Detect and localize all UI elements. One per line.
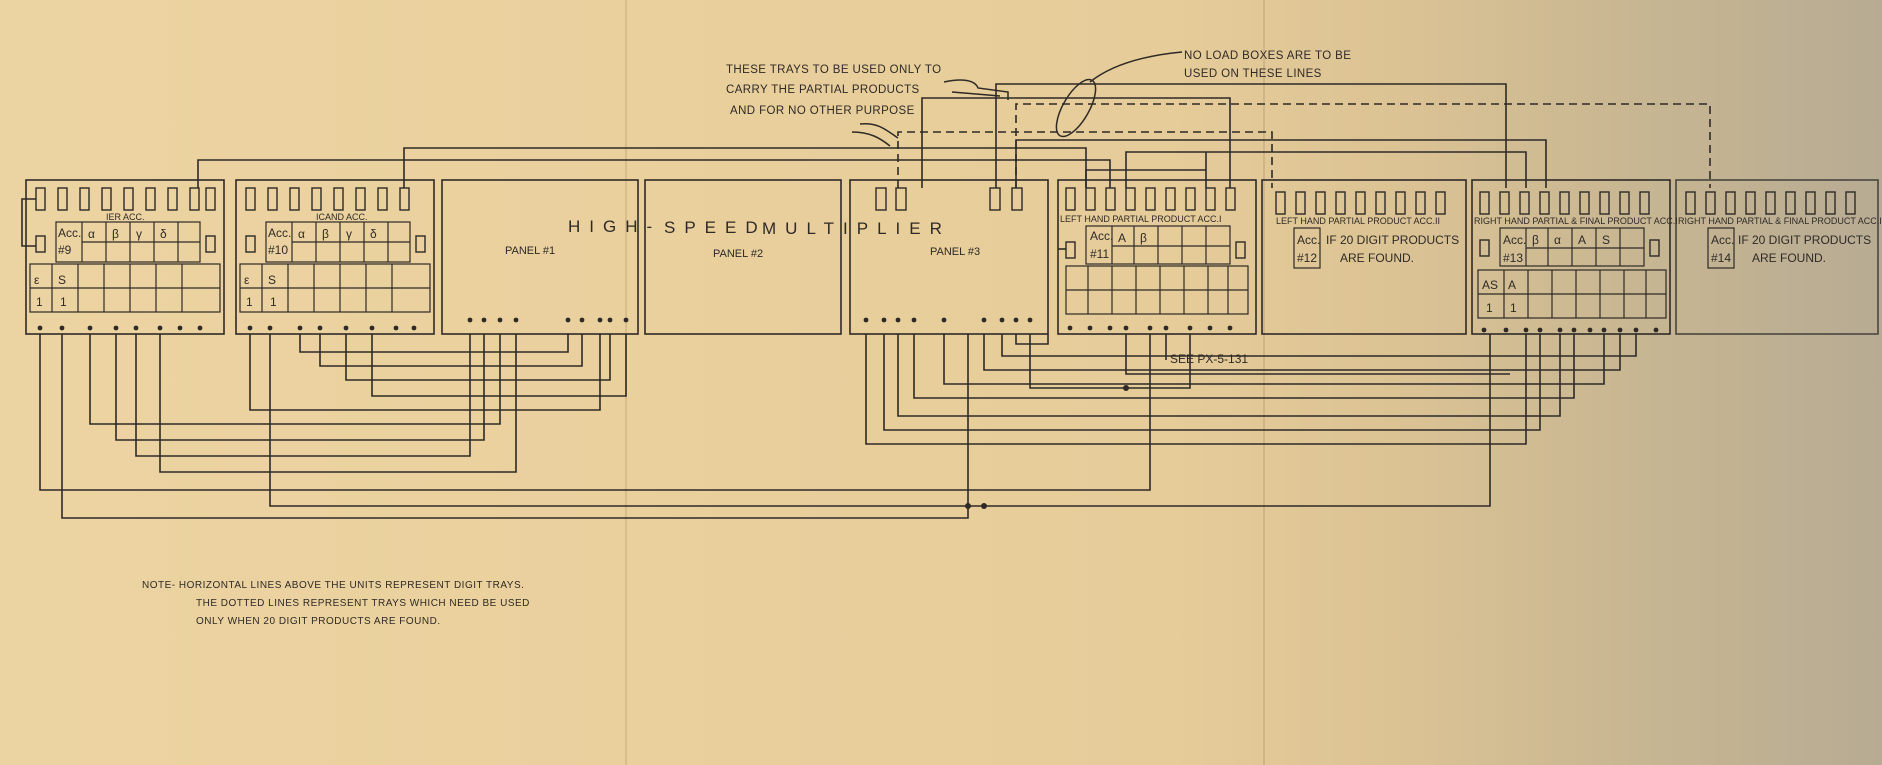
acc14-note1: IF 20 DIGIT PRODUCTS (1738, 233, 1871, 247)
acc11-frame (1057, 179, 1257, 335)
acc10-frame (235, 179, 435, 335)
acc9-greek-3: δ (160, 227, 167, 241)
acc13-greek-0: β (1532, 233, 1539, 247)
callout-arrows (851, 51, 1183, 147)
panel1-frame (441, 179, 639, 335)
acc9-frame (25, 179, 225, 335)
note-line3: ONLY WHEN 20 DIGIT PRODUCTS ARE FOUND. (196, 616, 441, 627)
digit-grids (29, 221, 1735, 319)
note-line2: THE DOTTED LINES REPRESENT TRAYS WHICH N… (196, 598, 530, 609)
acc11-title: LEFT HAND PARTIAL PRODUCT ACC.I (1060, 214, 1222, 224)
see-ref: SEE PX-5-131 (1170, 352, 1248, 366)
acc10-greek-1: β (322, 227, 329, 241)
acc10-num: #10 (268, 243, 288, 257)
acc9-ones-0: 1 (36, 295, 43, 309)
panel1-label: PANEL #1 (505, 245, 555, 257)
callout-trays-line1: THESE TRAYS TO BE USED ONLY TO (726, 64, 941, 76)
acc11-greek-1: β (1140, 231, 1147, 245)
callout-trays-line3: AND FOR NO OTHER PURPOSE (730, 105, 915, 117)
acc14-acc: Acc. (1711, 233, 1734, 247)
callout-noload-line1: NO LOAD BOXES ARE TO BE (1184, 50, 1351, 62)
acc12-note1: IF 20 DIGIT PRODUCTS (1326, 233, 1459, 247)
acc11-greek-0: A (1118, 231, 1126, 245)
tray-terminals (35, 187, 1856, 259)
acc9-low-1: S (58, 273, 66, 287)
acc11-num: #11 (1090, 247, 1109, 261)
acc10-greek-3: δ (370, 227, 377, 241)
acc13-acc: Acc. (1503, 233, 1526, 247)
multiplier-word1: HIGH- (568, 217, 661, 236)
acc14-frame (1675, 179, 1879, 335)
acc10-greek-0: α (298, 227, 305, 241)
acc13-low-0: AS (1482, 278, 1498, 292)
callout-trays-line2: CARRY THE PARTIAL PRODUCTS (726, 84, 920, 96)
acc12-frame (1261, 179, 1467, 335)
acc13-low-1: A (1508, 278, 1516, 292)
acc13-title: RIGHT HAND PARTIAL & FINAL PRODUCT ACC.I (1474, 216, 1678, 226)
acc13-greek-2: A (1578, 233, 1586, 247)
acc13-num: #13 (1503, 251, 1523, 265)
acc10-acc: Acc. (268, 226, 291, 240)
panel2-label: PANEL #2 (713, 248, 763, 260)
acc12-acc: Acc. (1297, 233, 1320, 247)
acc13-ones-1: 1 (1510, 301, 1517, 315)
acc12-note2: ARE FOUND. (1340, 251, 1414, 265)
acc9-low-0: ε (34, 273, 40, 287)
acc12-num: #12 (1297, 251, 1317, 265)
acc11-acc: Acc. (1090, 229, 1113, 243)
acc10-ones-1: 1 (270, 295, 277, 309)
acc14-num: #14 (1711, 251, 1731, 265)
acc13-greek-3: S (1602, 233, 1610, 247)
connector-dots (37, 317, 1659, 509)
acc13-ones-0: 1 (1486, 301, 1493, 315)
panel2-frame (644, 179, 842, 335)
panel3-frame (849, 179, 1049, 335)
acc10-title: ICAND ACC. (316, 212, 368, 222)
note-line1: NOTE- HORIZONTAL LINES ABOVE THE UNITS R… (142, 580, 524, 591)
solid-trays (21, 83, 1637, 519)
dotted-trays (897, 103, 1711, 188)
acc13-frame (1471, 179, 1671, 335)
callout-noload: NO LOAD BOXES ARE TO BE USED ON THESE LI… (1184, 50, 1351, 80)
acc10-ones-0: 1 (246, 295, 253, 309)
acc14-title: RIGHT HAND PARTIAL & FINAL PRODUCT ACC.I… (1678, 216, 1882, 226)
callout-noload-line2: USED ON THESE LINES (1184, 68, 1322, 80)
acc10-low-1: S (268, 273, 276, 287)
acc10-greek-2: γ (346, 227, 352, 241)
acc9-acc: Acc. (58, 226, 81, 240)
acc9-title: IER ACC. (106, 212, 145, 222)
acc9-greek-1: β (112, 227, 119, 241)
acc14-note2: ARE FOUND. (1752, 251, 1826, 265)
callout-trays: THESE TRAYS TO BE USED ONLY TO CARRY THE… (726, 64, 941, 117)
multiplier-word2: SPEED (664, 218, 767, 237)
acc9-greek-0: α (88, 227, 95, 241)
acc9-num: #9 (58, 243, 72, 257)
acc10-low-0: ε (244, 273, 250, 287)
acc13-greek-1: α (1554, 233, 1561, 247)
acc9-greek-2: γ (136, 227, 142, 241)
note-block: NOTE- HORIZONTAL LINES ABOVE THE UNITS R… (142, 580, 530, 627)
multiplier-word3: MULTIPLIER (762, 219, 951, 238)
panel3-label: PANEL #3 (930, 246, 980, 258)
acc12-title: LEFT HAND PARTIAL PRODUCT ACC.II (1276, 216, 1440, 226)
acc9-ones-1: 1 (60, 295, 67, 309)
